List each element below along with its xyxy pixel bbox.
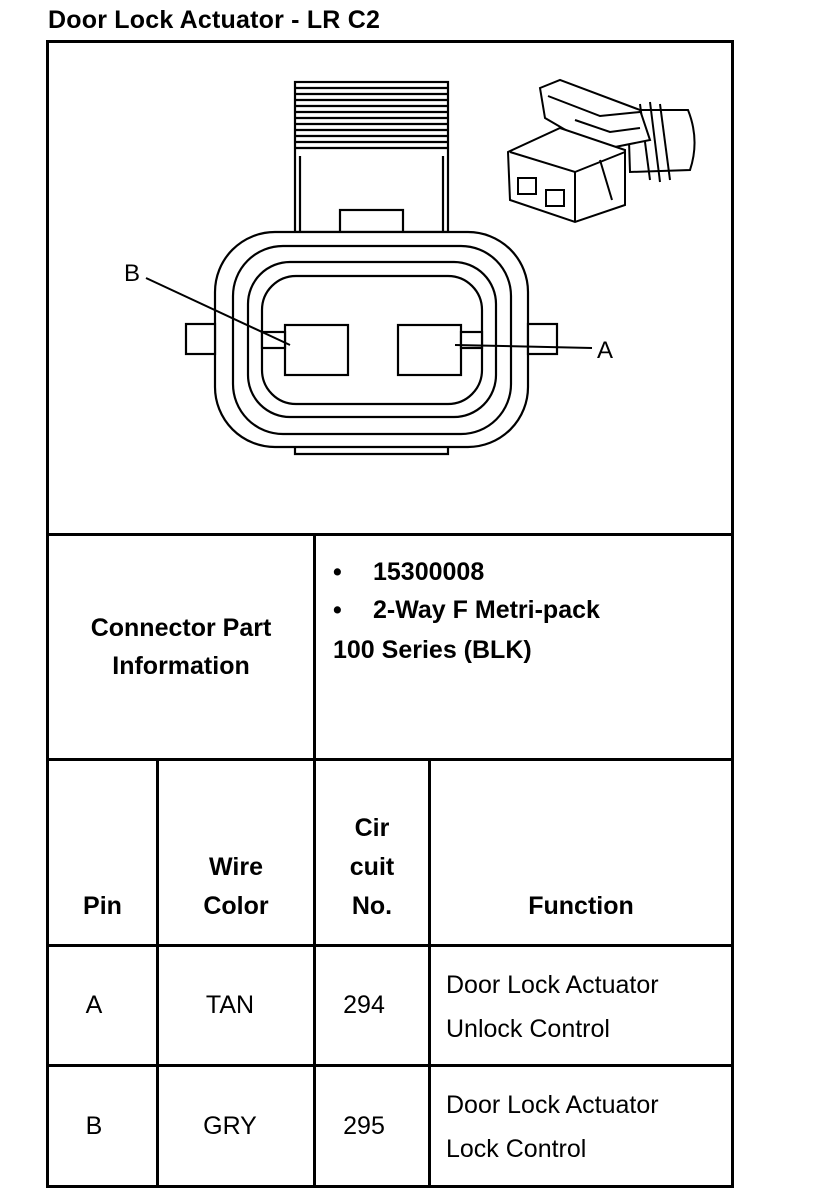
connector-3d-view	[506, 78, 696, 224]
table-rule-top	[46, 40, 734, 43]
page-title: Door Lock Actuator - LR C2	[48, 6, 381, 34]
connector-info-label-text: Connector Part Information	[90, 614, 272, 680]
header-pin: Pin	[49, 761, 156, 944]
part-number: 15300008	[373, 558, 485, 586]
col-divider-1	[156, 758, 159, 1188]
connector-table-frame	[46, 40, 734, 1188]
row-b-wire-color: GRY	[203, 1111, 257, 1140]
col-divider-2	[313, 758, 316, 1188]
header-circuit-text: Cir cuit No.	[349, 814, 395, 920]
info-divider	[313, 533, 316, 761]
bullet-part-number: • 15300008	[333, 558, 484, 587]
header-wire-color-text: Wire Color	[203, 853, 269, 920]
table-rule-diagram-bottom	[46, 533, 734, 536]
header-wire-color: Wire Color	[159, 761, 313, 944]
header-function: Function	[431, 761, 731, 944]
row-a-pin: A	[85, 991, 103, 1019]
table-rule-bottom	[46, 1185, 734, 1188]
connector-info-label: Connector Part Information	[49, 536, 313, 758]
part-type: 2-Way F Metri-pack	[373, 596, 600, 624]
table-rule-header-bottom	[46, 944, 734, 947]
part-series: 100 Series (BLK)	[333, 636, 532, 664]
header-circuit: Cir cuit No.	[316, 761, 428, 944]
label-pin-a: A	[597, 337, 613, 364]
row-b-pin: B	[85, 1111, 103, 1140]
row-b-circuit: 295	[343, 1111, 385, 1140]
table-rule-row-a-bottom	[46, 1064, 734, 1067]
header-function-text: Function	[528, 892, 634, 920]
bullet-icon: •	[333, 558, 342, 586]
label-pin-b: B	[124, 260, 140, 287]
row-b-function-line1: Door Lock Actuator	[446, 1091, 659, 1119]
header-pin-text: Pin	[83, 892, 122, 920]
connector-diagram: B A	[124, 78, 696, 456]
row-a-circuit: 294	[343, 991, 385, 1019]
bullet-part-type: • 2-Way F Metri-pack	[333, 596, 600, 625]
row-a-function-line2: Unlock Control	[446, 1015, 610, 1043]
bullet-icon: •	[333, 596, 342, 624]
row-a-wire-color: TAN	[205, 991, 255, 1019]
row-a-function-line1: Door Lock Actuator	[446, 971, 659, 999]
table-rule-info-bottom	[46, 758, 734, 761]
row-b-function-line2: Lock Control	[446, 1135, 587, 1163]
col-divider-3	[428, 758, 431, 1188]
